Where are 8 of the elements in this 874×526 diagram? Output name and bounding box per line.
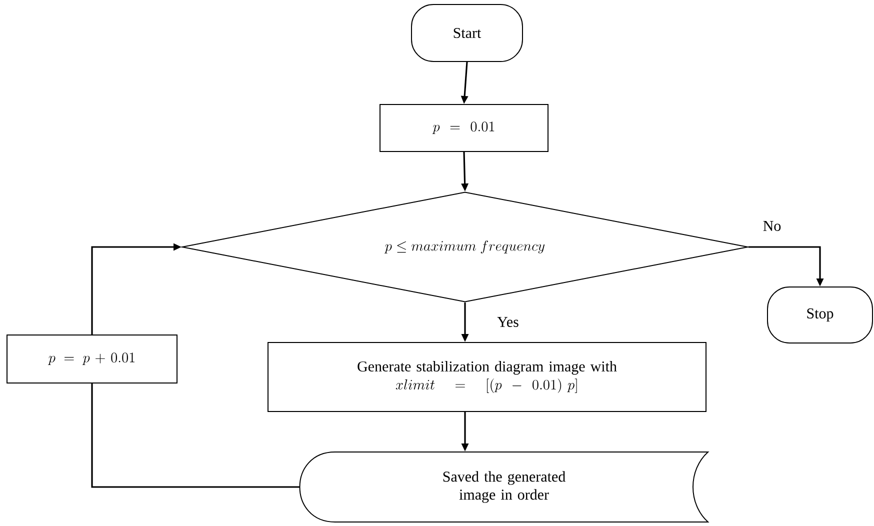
- start-terminal: Start: [411, 4, 523, 62]
- stop-terminal: Stop: [767, 286, 873, 344]
- edge-label: No: [762, 220, 782, 232]
- stored-data-shape: Saved the generated image in order: [299, 452, 708, 522]
- process-box: Generate stabilization diagram image with $xlimit = [(p - 0.01)\ p]$: [268, 342, 706, 412]
- edge-label: Yes: [496, 316, 520, 328]
- process-box: $p = p + 0.01$: [6, 334, 178, 384]
- process-box: $p = 0.01$: [380, 104, 548, 152]
